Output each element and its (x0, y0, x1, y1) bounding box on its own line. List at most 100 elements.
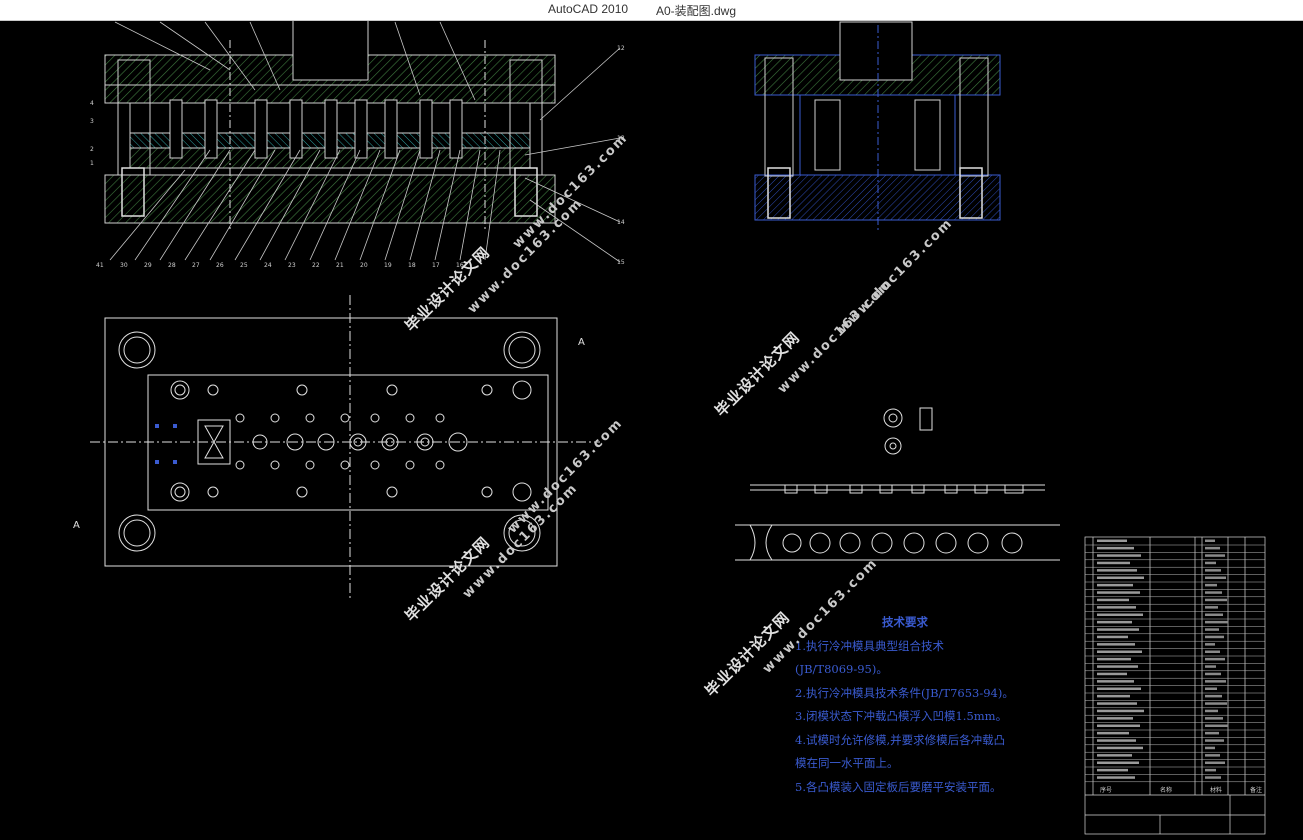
side-section-view (754, 21, 1001, 230)
title-bar: AutoCAD 2010 A0-装配图.dwg (0, 0, 1303, 21)
parts-list-cell-fill (1205, 754, 1220, 757)
parts-list-cell-fill (1097, 754, 1132, 757)
leader-number: 26 (216, 262, 224, 269)
parts-list-cell-fill (1097, 643, 1135, 646)
parts-list-cell-fill (1205, 761, 1225, 764)
leader-number: 23 (288, 262, 296, 269)
leader-number: 18 (408, 262, 416, 269)
parts-list-cell-fill (1097, 539, 1127, 542)
parts-list-cell-fill (1205, 672, 1221, 676)
leader-number: 41 (96, 262, 104, 269)
parts-list-cell-fill (1205, 628, 1219, 631)
parts-list-cell-fill (1205, 576, 1226, 579)
part-detail (883, 407, 933, 455)
section-label-top: A (578, 337, 585, 348)
parts-list-cell-fill (1097, 546, 1134, 550)
parts-list-cell-fill (1205, 709, 1218, 713)
tech-line: (JB/T8069-95)。 (795, 662, 888, 676)
tech-title: 技术要求 (882, 615, 928, 629)
parts-list-cell-fill (1097, 746, 1143, 750)
parts-list-cell-fill (1097, 709, 1144, 713)
parts-list-cell-fill (1205, 687, 1217, 690)
parts-list-cell-fill (1205, 598, 1227, 602)
tech-line: 3.闭模状态下冲载凸模浮入凹模1.5mm。 (795, 709, 1008, 723)
leader-number: 13 (617, 135, 625, 142)
header-material: 材料 (1210, 787, 1223, 794)
parts-list-cell-fill (1205, 776, 1221, 779)
plan-view (90, 295, 600, 600)
leader-number: 22 (312, 262, 320, 269)
parts-list-cell-fill (1205, 643, 1215, 646)
parts-list-cell-fill (1205, 613, 1223, 616)
parts-list-cell-fill (1205, 635, 1224, 639)
tech-line: 5.各凸模装入固定板后要磨平安装平面。 (795, 779, 1002, 794)
leader-number: 28 (168, 262, 176, 269)
leader-number: 24 (264, 262, 272, 269)
parts-list-cell-fill (1205, 680, 1226, 683)
parts-list-cell-fill (1205, 717, 1223, 720)
parts-list-cell-fill (1097, 665, 1138, 668)
leader-number: 2 (90, 146, 94, 153)
parts-list-cell-fill (1205, 724, 1228, 727)
parts-list-cell-fill (1205, 731, 1219, 735)
parts-list-cell-fill (1205, 768, 1216, 772)
tech-line: 模在同一水平面上。 (795, 756, 899, 770)
header-remark: 备注 (1250, 787, 1263, 794)
leader-number: 19 (384, 262, 392, 269)
parts-list-cell-fill (1097, 591, 1140, 594)
section-label-bottom: A (73, 520, 80, 531)
leader-number: 25 (240, 262, 248, 269)
leader-number: 29 (144, 262, 152, 269)
leader-number: 27 (192, 262, 200, 269)
tech-line: 4.试模时允许修模,并要求修模后各冲载凸 (795, 732, 1006, 747)
parts-list-cell-fill (1205, 554, 1225, 557)
header-name: 名称 (1160, 787, 1173, 794)
leader-number: 12 (617, 45, 625, 52)
parts-list-rows (1085, 539, 1265, 783)
leader-number: 30 (120, 262, 128, 269)
parts-list-cell-fill (1205, 694, 1222, 698)
parts-list-cell-fill (1205, 539, 1215, 542)
parts-list-cell-fill (1097, 635, 1128, 639)
parts-list-cell-fill (1205, 561, 1216, 565)
tech-line: 2.执行冷冲模具技术条件(JB/T7653-94)。 (795, 685, 1014, 700)
parts-list-cell-fill (1205, 546, 1220, 550)
parts-list-cell-fill (1097, 724, 1140, 727)
parts-list-cell-fill (1097, 613, 1143, 616)
parts-list-cell-fill (1097, 702, 1137, 705)
parts-list-cell-fill (1097, 657, 1131, 661)
parts-list-cell-fill (1097, 768, 1128, 772)
parts-list-cell-fill (1097, 739, 1136, 742)
leader-number: 3 (90, 118, 94, 125)
leader-number: 17 (432, 262, 440, 269)
parts-list-cell-fill (1097, 650, 1142, 653)
file-name: A0-装配图.dwg (656, 4, 737, 18)
parts-list-cell-fill (1097, 583, 1133, 587)
parts-list-cell-fill (1205, 650, 1220, 653)
app-name: AutoCAD 2010 (548, 2, 629, 16)
parts-list-cell-fill (1097, 687, 1141, 690)
front-section-view (104, 21, 621, 263)
technical-requirements: 技术要求 1.执行冷冲模具典型组合技术 (JB/T8069-95)。 2.执行冷… (795, 611, 1055, 799)
leader-number: 20 (360, 262, 368, 269)
leader-number: 14 (617, 219, 625, 226)
leader-number: 1 (90, 160, 94, 167)
parts-list-cell-fill (1097, 569, 1137, 572)
parts-list-cell-fill (1205, 746, 1215, 750)
header-seq: 序号 (1100, 787, 1113, 794)
parts-list-cell-fill (1097, 598, 1129, 602)
parts-list-cell-fill (1205, 657, 1225, 661)
parts-list-cell-fill (1205, 665, 1216, 668)
parts-list-cell-fill (1097, 680, 1134, 683)
cad-drawing: A A (73, 21, 1266, 835)
parts-list-cell-fill (1097, 606, 1136, 609)
parts-list-cell-fill (1097, 776, 1135, 779)
tech-line: 1.执行冷冲模具典型组合技术 (795, 638, 944, 653)
parts-list-cell-fill (1097, 694, 1130, 698)
parts-list-cell-fill (1205, 606, 1218, 609)
parts-list-cell-fill (1205, 569, 1221, 572)
leader-number: 21 (336, 262, 344, 269)
parts-list-cell-fill (1097, 576, 1144, 579)
parts-list-cell-fill (1205, 702, 1227, 705)
